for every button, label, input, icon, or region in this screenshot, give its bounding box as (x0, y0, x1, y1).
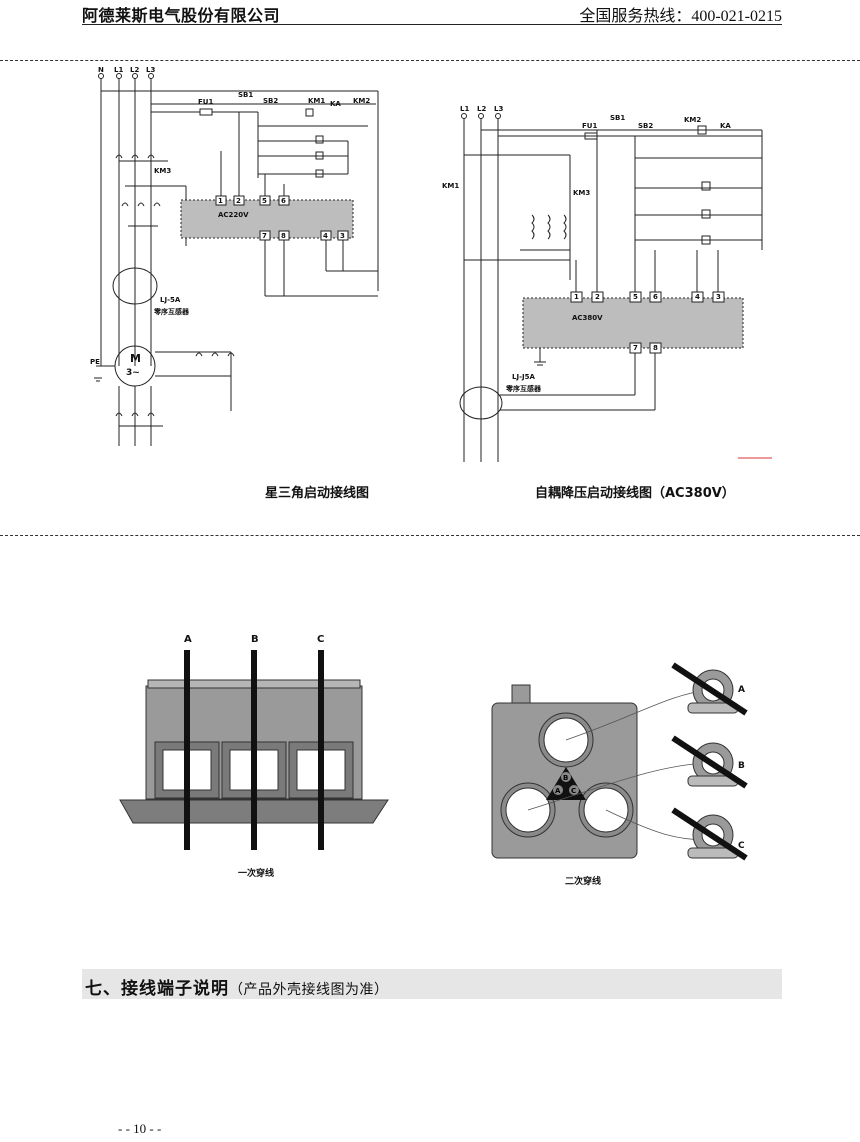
phase-label: C (317, 634, 324, 645)
ct-model: LJ-J5A (512, 373, 535, 381)
secondary-threading-caption: 二次穿线 (565, 877, 602, 887)
page-number: - - 10 - - (118, 1121, 162, 1136)
ct-description: 零序互感器 (505, 384, 542, 393)
ct-description: 零序互感器 (153, 307, 190, 316)
star-delta-diagram: N L1 L2 L3 FU1 SB1 SB2 KM1 KA KM2 KM3 AC… (90, 66, 379, 446)
component-label: SB1 (610, 114, 625, 122)
motor-label: M (130, 352, 141, 365)
hotline-label: 全国服务热线： (579, 6, 692, 25)
module-voltage: AC380V (572, 314, 603, 322)
component-label: KM2 (353, 97, 370, 105)
motor-phase: 3~ (126, 368, 140, 378)
header-rule (82, 24, 782, 25)
section-heading-bar: 七、接线端子说明（产品外壳接线图为准） (82, 969, 782, 999)
supply-label: L2 (130, 66, 139, 74)
hotline: 全国服务热线：400-021-0215 (579, 2, 782, 26)
left-diagram-caption: 星三角启动接线图 (265, 486, 370, 501)
phase-label: B (251, 634, 259, 645)
company-name: 阿德莱斯电气股份有限公司 (82, 6, 281, 25)
component-label: KM1 (308, 97, 325, 105)
primary-threading-illustration: A B C (119, 634, 389, 850)
page-header: 阿德莱斯电气股份有限公司 全国服务热线：400-021-0215 (82, 0, 782, 26)
divider-top (0, 60, 860, 61)
component-label: FU1 (198, 98, 213, 106)
component-label: FU1 (582, 122, 597, 130)
supply-label: L3 (146, 66, 155, 74)
component-label: KM3 (154, 167, 171, 175)
primary-threading-caption: 一次穿线 (238, 869, 275, 879)
center-label: C (571, 787, 576, 795)
component-label: KM1 (442, 182, 459, 190)
phase-label: A (184, 634, 192, 645)
pe-label: PE (90, 358, 100, 366)
center-label: B (563, 774, 568, 782)
component-label: KM2 (684, 116, 701, 124)
terminal: 1 (218, 197, 223, 205)
component-label: SB2 (638, 122, 653, 130)
right-diagram-caption: 自耦降压启动接线图（AC380V） (535, 486, 735, 501)
component-label: KA (720, 122, 731, 130)
terminal: 6 (653, 293, 658, 301)
terminal: 7 (633, 344, 638, 352)
terminal: 1 (574, 293, 579, 301)
autotransformer-diagram: L1 L2 L3 FU1 SB1 SB2 KM1 KM2 KM3 KA AC38… (442, 105, 772, 462)
terminal: 2 (595, 293, 600, 301)
ct-model: LJ-5A (160, 296, 181, 304)
component-label: KM3 (573, 189, 590, 197)
terminal: 3 (340, 232, 345, 240)
phase-label: B (738, 761, 745, 771)
phase-label: A (738, 685, 745, 695)
component-label: SB1 (238, 91, 253, 99)
hotline-number: 400-021-0215 (691, 8, 782, 25)
terminal: 5 (262, 197, 267, 205)
terminal: 4 (695, 293, 700, 301)
component-label: SB2 (263, 97, 278, 105)
module-voltage: AC220V (218, 211, 249, 219)
terminal: 8 (281, 232, 286, 240)
terminal: 7 (262, 232, 267, 240)
terminal: 6 (281, 197, 286, 205)
center-label: A (555, 787, 561, 795)
supply-label: L1 (460, 105, 469, 113)
section-title: 七、接线端子说明（产品外壳接线图为准） (85, 974, 389, 999)
terminal: 5 (633, 293, 638, 301)
section-title-text: 七、接线端子说明 (85, 979, 229, 999)
supply-label: N (98, 66, 104, 74)
divider-middle (0, 535, 860, 536)
terminal: 4 (323, 232, 328, 240)
terminal: 2 (236, 197, 241, 205)
supply-label: L1 (114, 66, 123, 74)
phase-label: C (738, 841, 745, 851)
terminal: 8 (653, 344, 658, 352)
supply-label: L3 (494, 105, 503, 113)
secondary-threading-illustration: A B C B A C (491, 662, 748, 861)
terminal: 3 (716, 293, 721, 301)
component-label: KA (330, 100, 341, 108)
section-subtitle: （产品外壳接线图为准） (229, 982, 389, 998)
supply-label: L2 (477, 105, 486, 113)
